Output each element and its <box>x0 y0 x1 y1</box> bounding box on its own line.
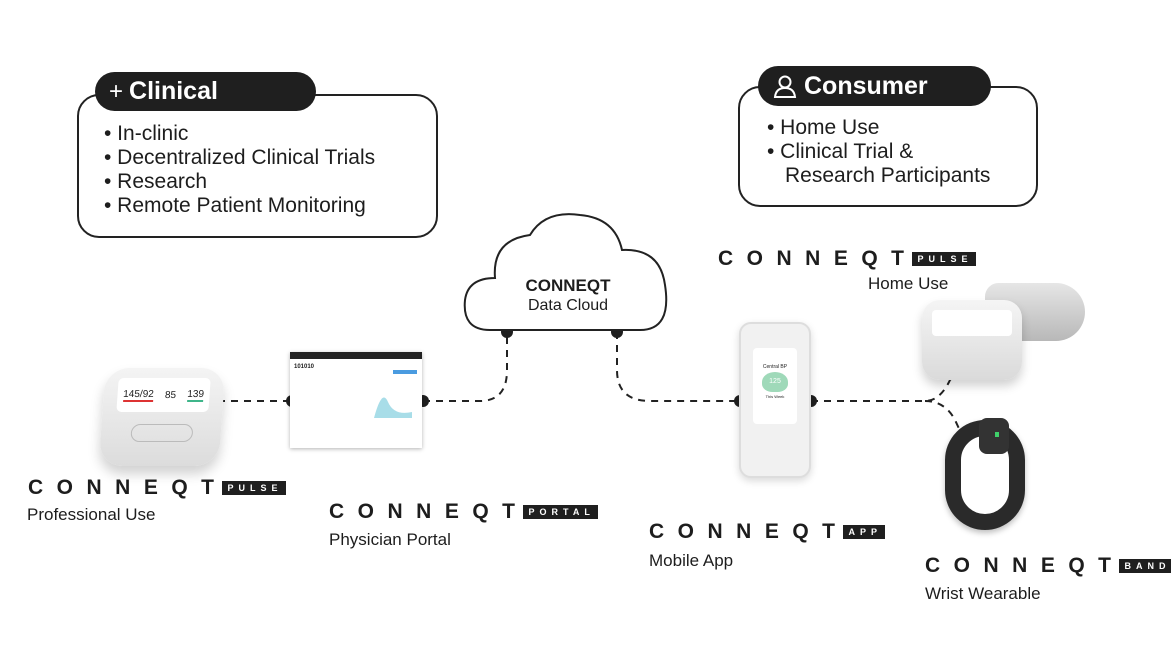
brand-badge: PULSE <box>221 481 286 495</box>
brand-wordmark: CONNEQT <box>649 520 849 543</box>
brand-badge: BAND <box>1118 559 1171 573</box>
clinical-item: • In-clinic <box>104 122 189 145</box>
band-wearable-image <box>945 418 1025 530</box>
consumer-title: Consumer <box>804 71 928 100</box>
caption-mobile-app: Mobile App <box>649 551 734 570</box>
consumer-item: • Clinical Trial & <box>767 140 914 163</box>
clinical-pill: + Clinical <box>95 72 316 111</box>
cloud-brand: CONNEQT <box>525 276 611 295</box>
caption-professional-use: Professional Use <box>27 505 156 524</box>
consumer-item: • Home Use <box>767 116 880 139</box>
portal-screenshot-image: 101010 <box>290 352 422 448</box>
consumer-pill: Consumer <box>758 66 991 106</box>
device-pulse-value: 85 <box>164 389 177 401</box>
caption-home-use: Home Use <box>868 274 949 293</box>
caption-wrist-wearable: Wrist Wearable <box>925 584 1041 603</box>
crosshair-plus-icon: + <box>109 77 124 105</box>
home-pulse-device-image <box>922 300 1022 380</box>
brand-wordmark: CONNEQT <box>28 476 228 499</box>
clinical-box <box>77 94 438 238</box>
connector-app-band <box>924 400 963 436</box>
brand-badge: PORTAL <box>522 505 598 519</box>
clinical-item: • Decentralized Clinical Trials <box>104 146 376 169</box>
clinical-title: Clinical <box>129 77 218 105</box>
app-central-bp-title: Central BP <box>762 364 788 370</box>
caption-physician-portal: Physician Portal <box>329 530 451 549</box>
clinical-item: • Research <box>104 170 208 193</box>
cloud-label: Data Cloud <box>527 297 609 314</box>
connector-cloud-app <box>616 332 740 402</box>
brand-badge: PULSE <box>911 252 976 266</box>
connector-portal-cloud <box>423 332 508 402</box>
clinical-item: • Remote Patient Monitoring <box>104 194 366 217</box>
brand-wordmark: CONNEQT <box>718 247 918 270</box>
app-bp-value: 125 <box>762 372 788 392</box>
brand-wordmark: CONNEQT <box>925 554 1125 577</box>
pulse-device-image: 145/92 85 139 <box>98 368 226 466</box>
cloud-shape <box>463 213 668 331</box>
mobile-app-phone-image: Central BP 125 This Week <box>739 322 811 478</box>
consumer-box <box>738 86 1038 207</box>
device-central-value: 139 <box>186 388 205 402</box>
app-week-label: This Week <box>765 394 785 399</box>
connector-app-home-device <box>811 369 961 402</box>
device-sys-value: 145/92 <box>122 388 155 402</box>
brand-wordmark: CONNEQT <box>329 500 529 523</box>
person-icon <box>773 75 797 98</box>
consumer-item: Research Participants <box>785 164 991 187</box>
portal-patient-id: 101010 <box>294 364 315 370</box>
brand-badge: APP <box>842 525 886 539</box>
